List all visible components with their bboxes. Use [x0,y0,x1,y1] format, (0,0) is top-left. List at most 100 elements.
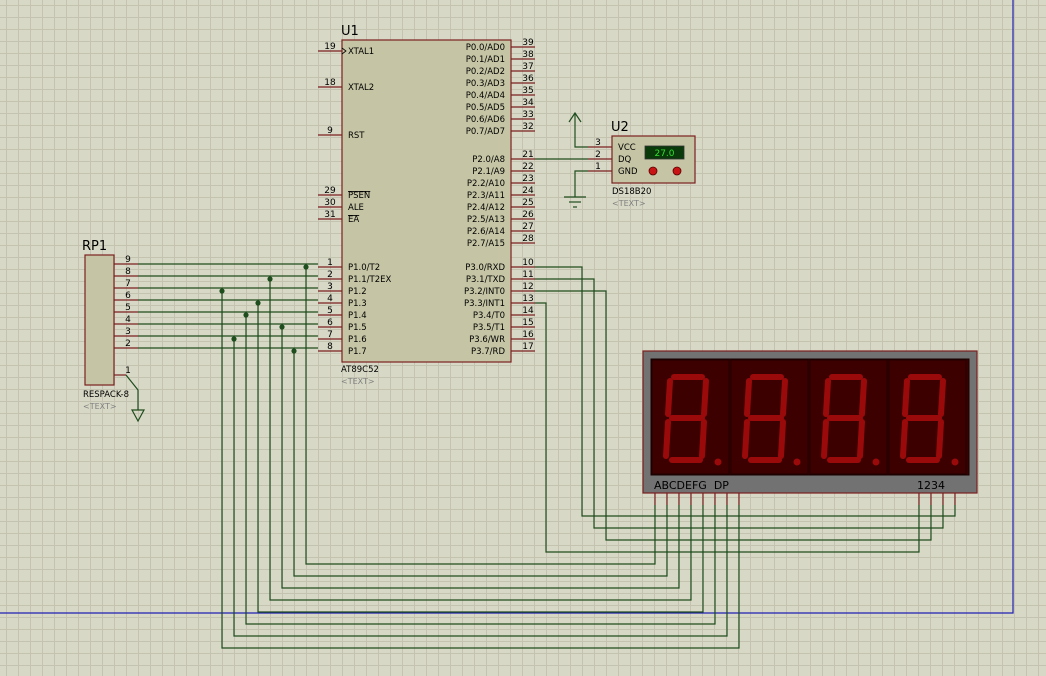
pin-number: 10 [522,258,534,268]
wire[interactable] [574,113,588,148]
pin-label: P0.1/AD1 [466,55,505,65]
u2-body[interactable] [611,135,696,184]
rp1-pin-8[interactable]: 8 [114,267,138,277]
u1-body[interactable] [341,39,512,363]
pin-number: 11 [522,270,533,280]
wire[interactable] [281,327,680,589]
pin-number: 19 [324,42,336,52]
pin-number: 12 [522,282,533,292]
rp1-pin-1[interactable]: 1 [114,366,139,410]
pin-label: P2.6/A14 [467,227,505,237]
wire[interactable] [257,303,704,613]
wire[interactable] [245,315,716,625]
rp1-pin-4[interactable]: 4 [114,315,138,325]
pin-number: 1 [327,258,333,268]
decrease-temp-button[interactable] [648,166,658,176]
pin-number: 1 [595,162,601,172]
pin-label: P1.0/T2 [348,263,380,273]
u2-part-name: DS18B20 [612,187,651,197]
pin-number: 38 [522,50,534,60]
wires[interactable] [138,113,956,649]
rp1-pin-6[interactable]: 6 [114,291,138,301]
rp1-part-name: RESPACK-8 [83,390,129,400]
decimal-point [951,458,959,466]
pin-number: 29 [324,186,336,196]
digit-3 [809,359,888,475]
wire[interactable] [574,170,588,197]
wire[interactable] [535,302,920,553]
rp1-pin-3[interactable]: 3 [114,327,138,337]
temperature-lcd [644,145,685,160]
power-terminal[interactable] [568,111,582,123]
ground-terminal-rp1[interactable] [130,409,146,423]
pin-label: PSEN [348,191,370,201]
increase-temp-button[interactable] [672,166,682,176]
wire[interactable] [233,339,728,637]
pin-number: 8 [125,267,131,277]
pin-label: P1.6 [348,335,367,345]
rp1-pin-9[interactable]: 9 [114,255,138,265]
rp1-pin-7[interactable]: 7 [114,279,138,289]
seven-segment-display[interactable]: ABCDEFG DP 1234 [642,350,978,505]
ground-terminal-u2[interactable] [564,196,586,208]
pin-label: P3.6/WR [469,335,505,345]
wire[interactable] [535,290,932,541]
rp1-pin-5[interactable]: 5 [114,303,138,313]
rp1-body[interactable] [84,254,115,386]
pin-number: 23 [522,174,533,184]
wire[interactable] [221,291,740,649]
pin-number: 31 [324,210,335,220]
wire[interactable] [535,266,956,517]
pin-number: 2 [125,339,131,349]
pin-number: 34 [522,98,534,108]
rp1-pin-2[interactable]: 2 [114,339,138,349]
wire[interactable] [535,278,944,529]
wire[interactable] [305,267,656,565]
